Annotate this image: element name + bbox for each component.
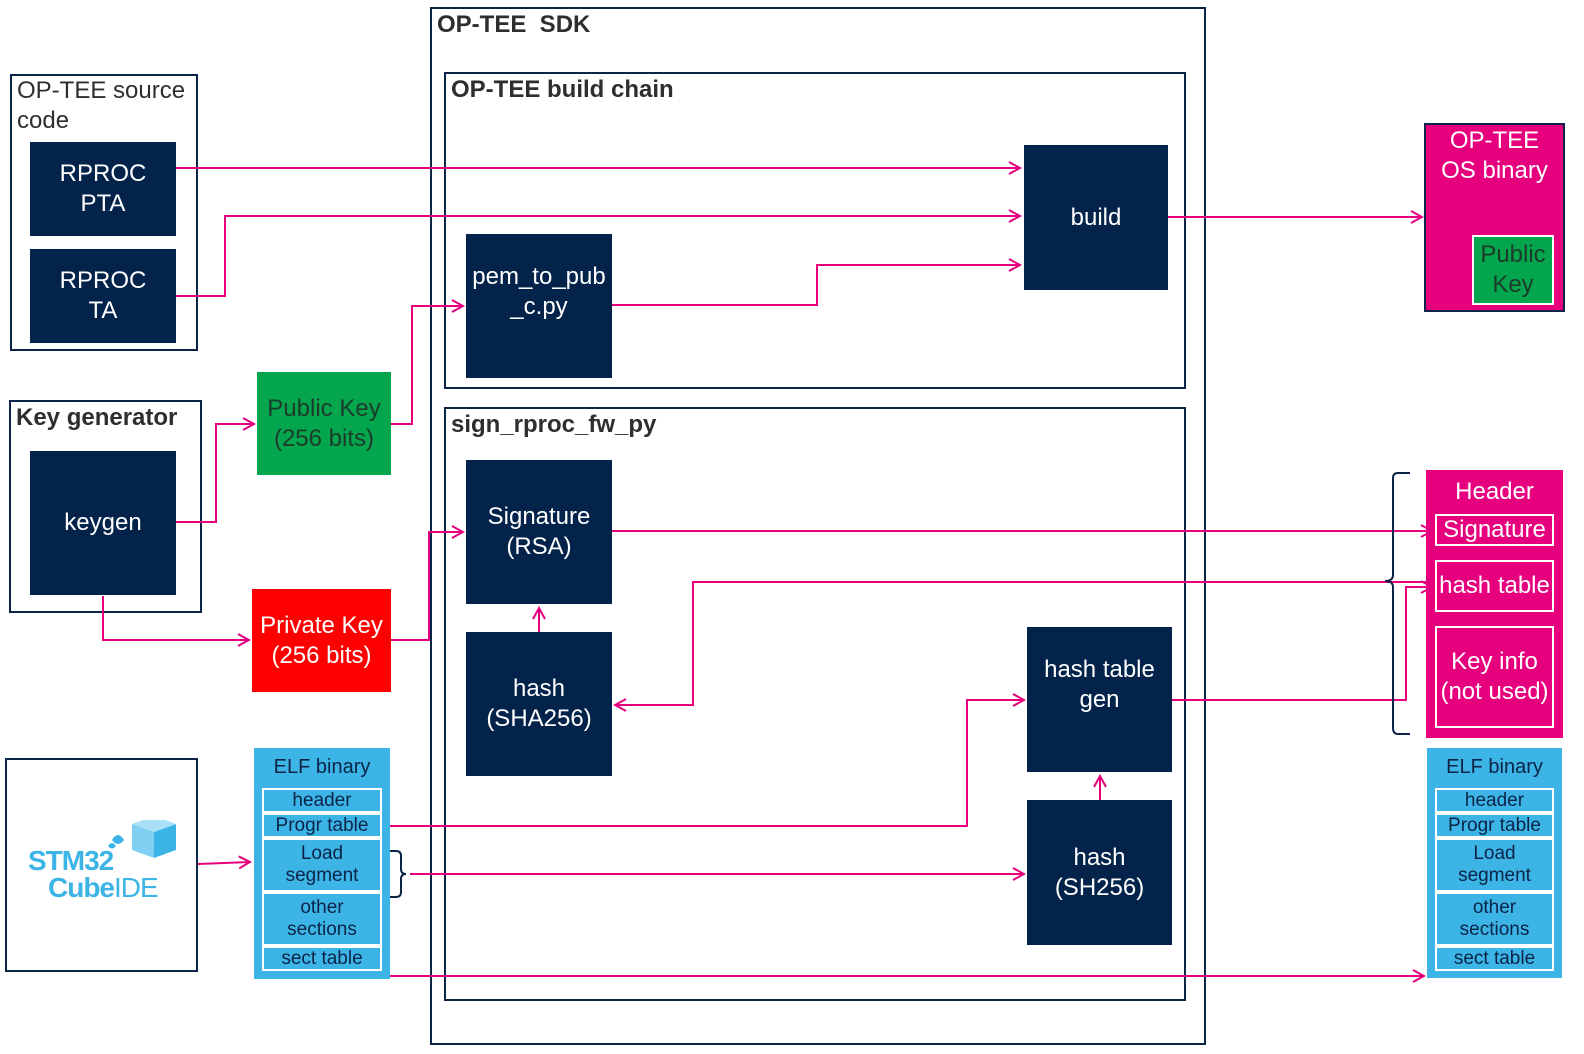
logo-line2: CubeIDE	[48, 872, 159, 904]
logo-line1: STM32	[28, 845, 114, 876]
stm32-cubeide-logo: STM32 CubeIDE	[28, 820, 188, 910]
arrow-private-to-signature	[391, 532, 463, 641]
cube-icon	[108, 820, 176, 858]
signature-box: Signature (RSA)	[466, 460, 612, 604]
arrow-header-to-hash	[615, 581, 1426, 705]
header-output: Header Signature hash table Key info (no…	[1426, 470, 1563, 738]
arrow-keygen-to-private	[102, 596, 249, 640]
arrow-keygen-to-public	[176, 424, 254, 523]
brace-header-group	[1384, 472, 1410, 735]
sign-frame: sign_rproc_fw_py	[444, 407, 1186, 1001]
elf-binary-input: ELF binary header Progr table Load segme…	[254, 748, 390, 979]
arrow-ide-to-elf	[197, 862, 250, 864]
arrow-public-to-pem	[391, 306, 463, 425]
elf-input-other-sections: other sections	[262, 892, 382, 946]
hash-table-gen-box: hash table gen	[1027, 627, 1172, 772]
sdk-frame: OP-TEE SDK	[430, 7, 1206, 1045]
elf-output-load-segment: Load segment	[1435, 838, 1554, 892]
elf-input-progr-table: Progr table	[262, 813, 382, 838]
public-key-box: Public Key (256 bits)	[257, 372, 391, 475]
elf-input-sect-table: sect table	[262, 946, 382, 971]
elf-input-header: header	[262, 788, 382, 813]
pem-to-pub-box: pem_to_pub _c.py	[466, 234, 612, 378]
os-binary-title: OP-TEE OS binary	[1441, 127, 1548, 184]
elf-output-sect-table: sect table	[1435, 946, 1554, 971]
elf-output-title: ELF binary	[1446, 756, 1543, 778]
arrow-hashtable-to-header	[1172, 587, 1432, 701]
arrow-progr-to-hashtable	[390, 700, 1024, 827]
logo-ide-text: IDE	[114, 872, 159, 903]
elf-output-other-sections: other sections	[1435, 892, 1554, 946]
elf-output-progr-table: Progr table	[1435, 813, 1554, 838]
build-chain-frame: OP-TEE build chain	[444, 72, 1186, 389]
build-chain-title: OP-TEE build chain	[451, 76, 674, 103]
sdk-title: OP-TEE SDK	[437, 11, 591, 38]
keygen-box: keygen	[30, 451, 176, 595]
logo-cube-text: Cube	[48, 872, 115, 903]
header-signature: Signature	[1435, 514, 1554, 546]
header-title: Header	[1455, 478, 1534, 505]
build-box: build	[1024, 145, 1168, 290]
keygen-frame-title: Key generator	[16, 404, 178, 431]
arrow-ta-to-build	[176, 216, 1020, 297]
hash-sh256-box: hash (SH256)	[1027, 800, 1172, 945]
rproc-ta-box: RPROC TA	[30, 249, 176, 343]
sign-title: sign_rproc_fw_py	[451, 411, 657, 438]
optee-os-binary: OP-TEE OS binary Public Key	[1424, 123, 1565, 312]
elf-input-load-segment: Load segment	[262, 838, 382, 892]
elf-output-header: header	[1435, 788, 1554, 813]
source-title: OP-TEE source code	[17, 77, 186, 134]
private-key-box: Private Key (256 bits)	[252, 589, 391, 692]
arrow-pem-to-build	[612, 265, 1020, 306]
rproc-pta-box: RPROC PTA	[30, 142, 176, 236]
source-frame: OP-TEE source code	[10, 74, 198, 351]
os-binary-public-key: Public Key	[1472, 235, 1554, 305]
keygen-frame: Key generator	[9, 400, 202, 613]
header-key-info: Key info (not used)	[1435, 626, 1554, 728]
elf-binary-output: ELF binary header Progr table Load segme…	[1427, 748, 1562, 978]
elf-input-title: ELF binary	[273, 756, 371, 778]
header-hash-table: hash table	[1435, 560, 1554, 612]
hash-sha256-box: hash (SHA256)	[466, 632, 612, 776]
ide-frame	[5, 758, 198, 972]
brace-load-segment	[390, 850, 407, 898]
